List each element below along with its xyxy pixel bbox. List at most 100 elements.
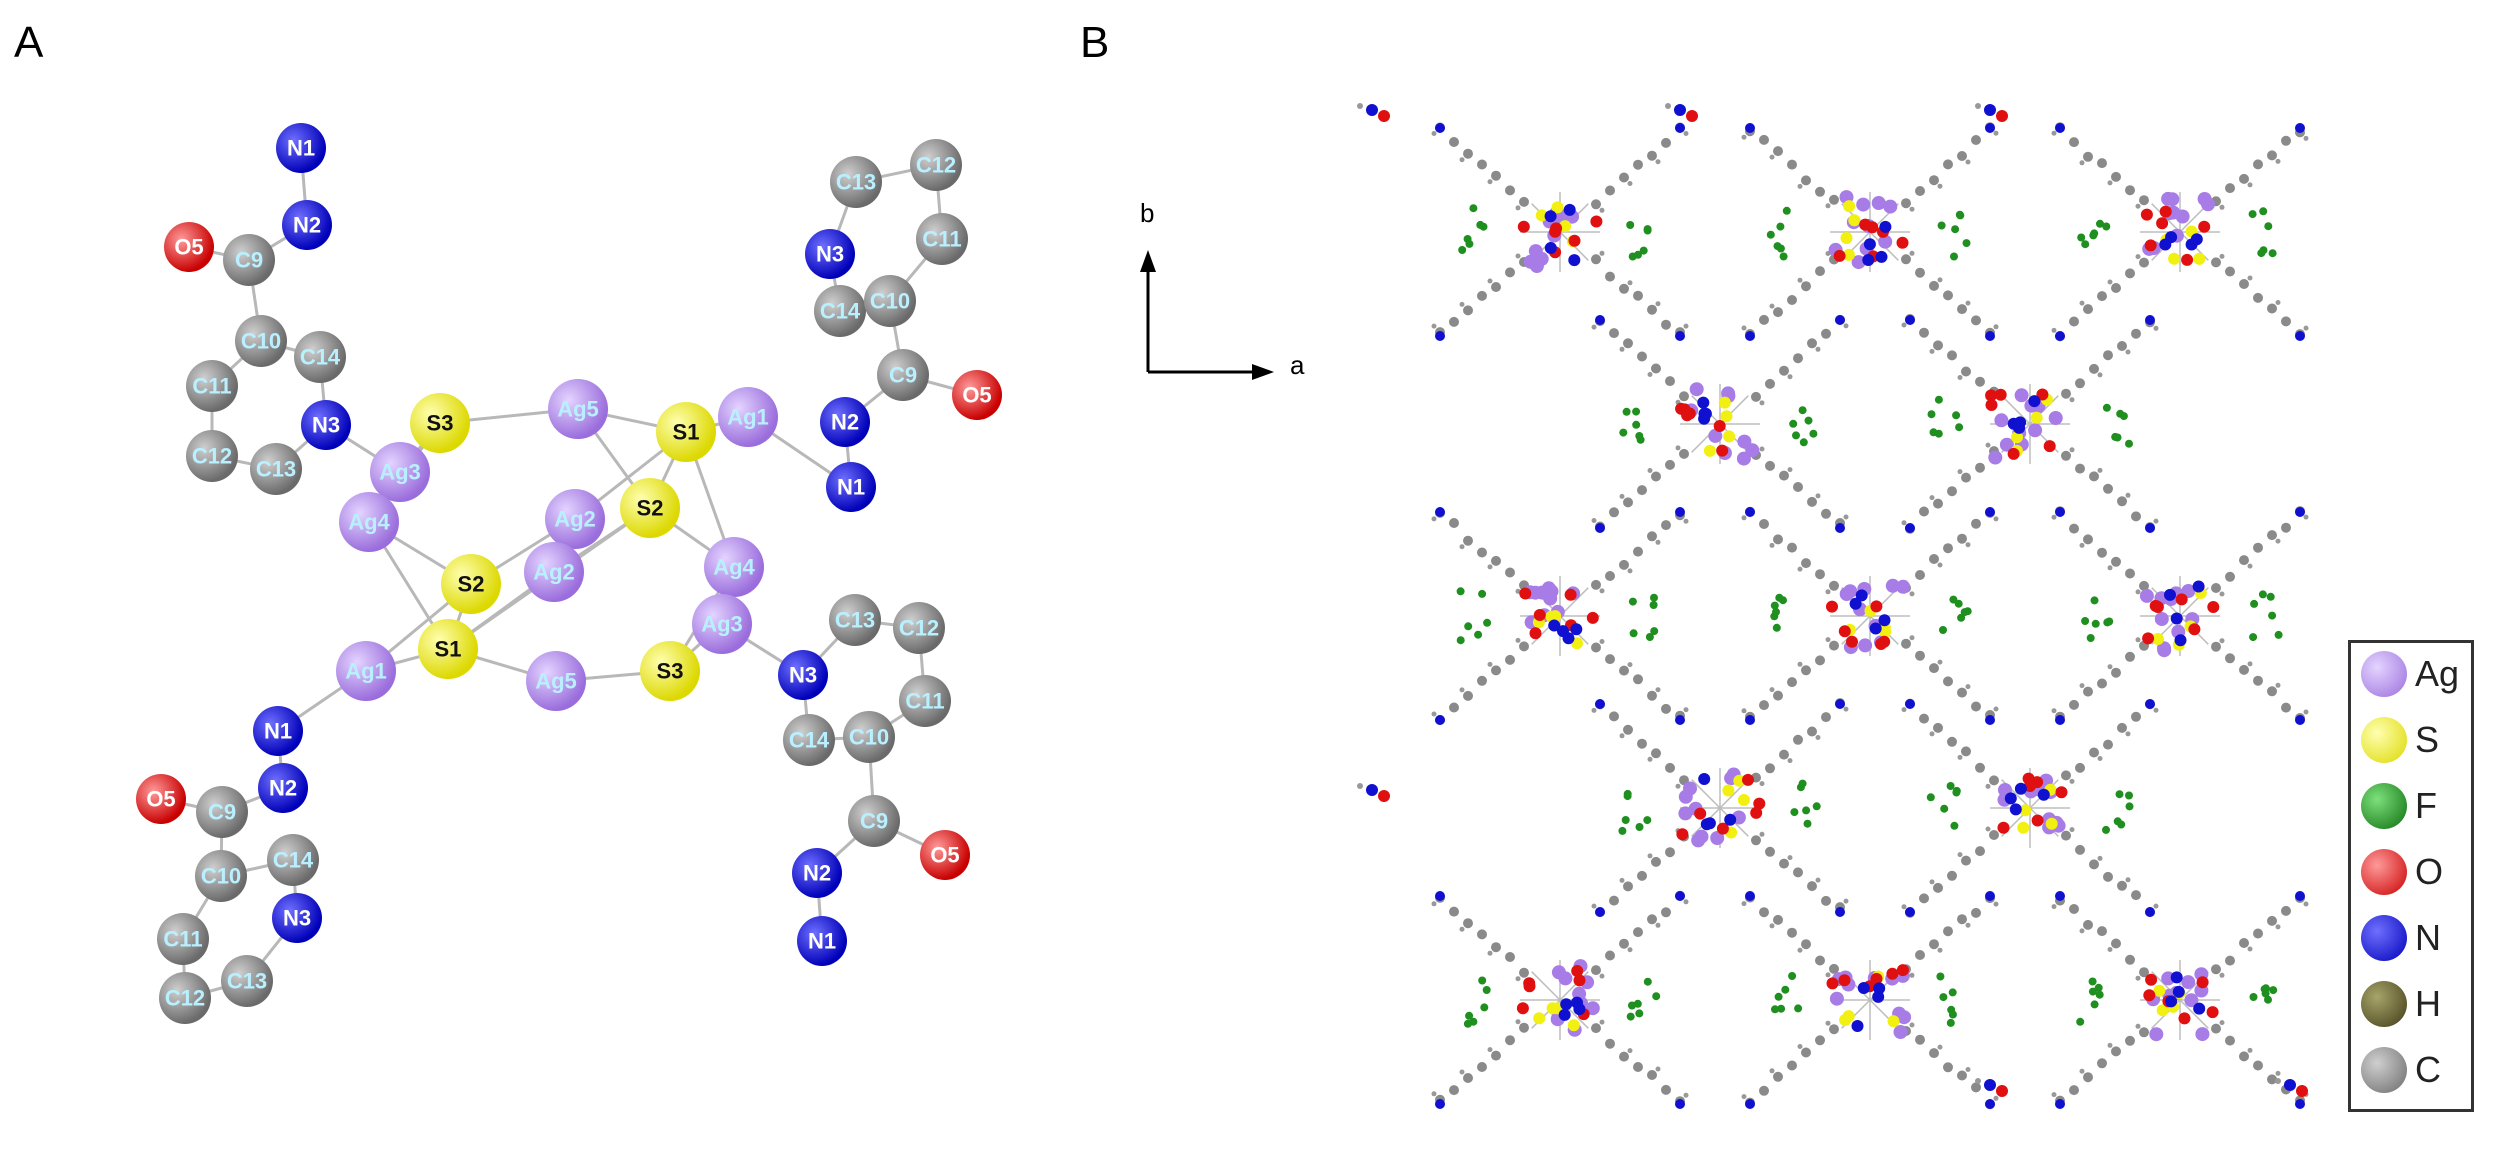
packing-atom-n (1544, 210, 1557, 223)
packing-atom-h (1619, 493, 1625, 499)
packing-atom-c (1815, 1035, 1825, 1046)
packing-atom-n (1697, 396, 1710, 409)
packing-atom-s (1546, 1002, 1559, 1015)
packing-atom-f (1478, 589, 1487, 598)
atom-sphere (916, 213, 968, 265)
atom-c: C13 (830, 156, 882, 208)
packing-atom-h (1655, 687, 1661, 693)
packing-atom-h (1787, 855, 1793, 861)
packing-atom-f (2096, 219, 2104, 228)
atom-c: C13 (250, 443, 302, 495)
packing-atom-o (2149, 599, 2162, 612)
atom-sphere (910, 139, 962, 191)
packing-atom-c (2097, 926, 2107, 937)
packing-atom-c (2211, 641, 2221, 652)
packing-atom-o (1694, 807, 1707, 820)
packing-atom-c (2253, 928, 2263, 939)
packing-atom-h (1901, 322, 1907, 328)
packing-atom-ag (1871, 196, 1886, 210)
packing-atom-h (1843, 898, 1849, 904)
packing-atom-f (1645, 633, 1654, 641)
packing-atom-f (1463, 1019, 1472, 1028)
packing-atom-h (1759, 831, 1765, 837)
packing-atom-h (2303, 135, 2309, 141)
atom-label: S2 (458, 572, 485, 597)
packing-atom-f (1937, 221, 1946, 230)
packing-atom-c (1793, 734, 1803, 745)
packing-atom-f (2086, 634, 2095, 642)
atom-label: S1 (435, 637, 462, 662)
packing-atom-c (1975, 846, 1985, 857)
packing-atom-c (1793, 482, 1803, 492)
packing-atom-c (2267, 530, 2277, 541)
packing-atom-c (2075, 762, 2085, 773)
packing-atom-c (1821, 895, 1831, 906)
packing-atom-h (1825, 972, 1831, 978)
atom-sphere (339, 492, 399, 552)
packing-atom-h (1769, 542, 1775, 548)
packing-atom-ag (1585, 1001, 1600, 1016)
packing-atom-f (1948, 1010, 1957, 1019)
packing-atom-h (1741, 134, 1747, 140)
packing-atom-c (1647, 914, 1657, 925)
packing-atom-c (1829, 1024, 1839, 1035)
packing-atom-c (2239, 555, 2249, 566)
atom-label: C10 (849, 725, 889, 750)
packing-atom-f (1781, 985, 1790, 994)
packing-atom-n (1435, 123, 1445, 133)
packing-atom-f (1779, 252, 1788, 261)
packing-atom-c (1971, 701, 1981, 712)
packing-atom-c (1815, 266, 1825, 277)
packing-atom-f (1766, 230, 1775, 239)
atom-s: S3 (640, 641, 700, 701)
packing-atom-h (2153, 518, 2159, 524)
packing-atom-f (1639, 246, 1648, 255)
packing-atom-c (1773, 307, 1783, 318)
atom-label: Ag5 (557, 397, 599, 422)
packing-atom-c (1773, 914, 1783, 925)
packing-atom-c (1605, 571, 1615, 581)
packing-atom-n (2174, 634, 2187, 647)
packing-atom-c (1651, 748, 1661, 759)
packing-atom-n (2295, 715, 2305, 725)
packing-atom-c (1751, 391, 1761, 402)
packing-atom-n (1435, 891, 1445, 901)
packing-atom-h (2097, 756, 2103, 761)
packing-atom-h (2135, 589, 2141, 595)
packing-atom-f (1802, 806, 1811, 815)
packing-atom-h (1599, 973, 1605, 979)
packing-atom-f (1465, 239, 1474, 248)
packing-atom-c (2225, 183, 2235, 194)
packing-atom-c (1779, 858, 1789, 869)
packing-atom-c (2281, 905, 2291, 916)
packing-atom-c (1505, 952, 1515, 962)
packing-atom-h (2303, 325, 2309, 331)
packing-atom-c (1807, 338, 1817, 349)
atom-label: N1 (264, 719, 292, 744)
packing-atom-ag (2184, 993, 2199, 1008)
packing-atom-f (1632, 420, 1641, 429)
packing-atom-o (1378, 790, 1390, 802)
packing-atom-c (2069, 904, 2079, 914)
packing-atom-h (1993, 901, 1999, 907)
packing-atom-f (1788, 972, 1797, 980)
packing-atom-f (2105, 617, 2114, 626)
legend-item: C (2357, 1041, 2475, 1101)
atom-label: O5 (930, 843, 959, 868)
packing-atom-n (1745, 507, 1755, 517)
atom-label: N3 (816, 242, 844, 267)
atom-label: Ag4 (713, 555, 755, 580)
atom-label: Ag3 (701, 612, 743, 637)
packing-atom-h (2069, 447, 2075, 453)
packing-atom-s (2045, 817, 2058, 830)
packing-atom-c (2103, 483, 2113, 494)
atom-label: Ag3 (379, 460, 421, 485)
atom-sphere (272, 893, 322, 943)
packing-atom-o (1586, 611, 1599, 624)
packing-atom-h (1675, 783, 1681, 789)
packing-atom-c (1971, 907, 1981, 918)
packing-atom-n (2055, 507, 2065, 517)
packing-atom-h (1909, 206, 1915, 212)
packing-atom-c (1943, 290, 1953, 301)
packing-atom-f (1649, 601, 1658, 609)
